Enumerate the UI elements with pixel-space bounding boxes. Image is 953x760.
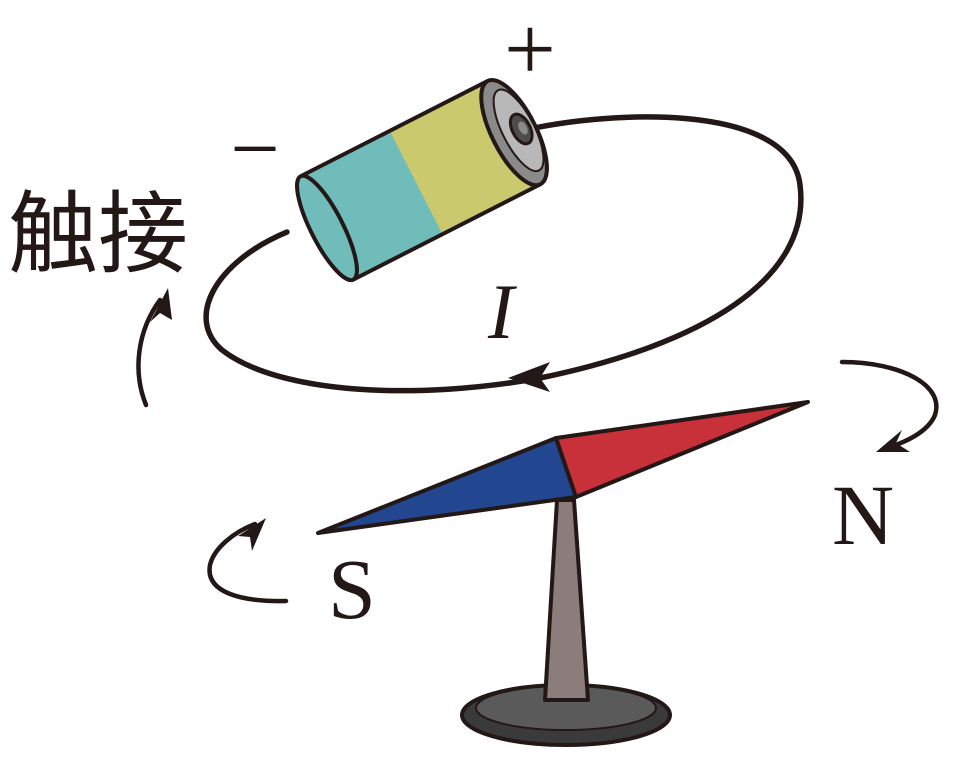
compass-needle-icon [316,400,810,535]
plus-sign: + [504,0,556,100]
needle-south-half [316,436,578,535]
needle-north-half [554,400,810,499]
current-label: I [487,268,518,355]
contact-arrow-icon [136,288,172,408]
contact-label: 触接 [8,182,188,287]
rotation-arrow-north-icon [839,359,939,452]
wire-loop [203,114,804,394]
stand-pole-icon [543,498,590,702]
south-label: S [328,541,376,637]
rotation-arrow-south-icon [207,518,289,604]
minus-sign: − [230,101,280,198]
north-label: N [832,467,894,563]
current-arrow-icon [508,362,550,392]
battery-icon [295,77,549,283]
